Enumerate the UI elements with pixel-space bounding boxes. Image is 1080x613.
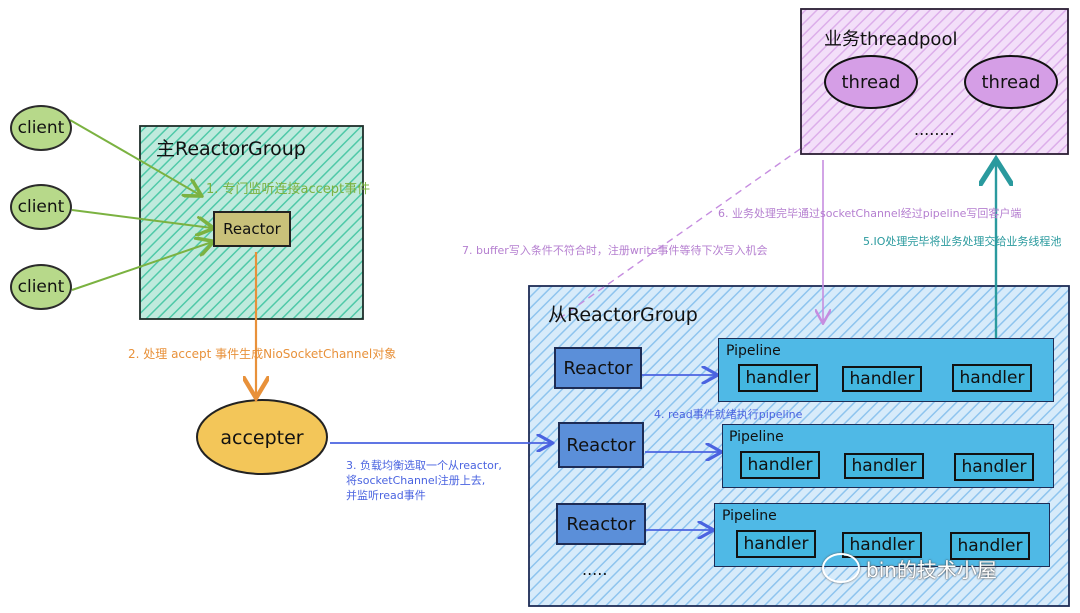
sub-group-ellipsis: ..... [582, 560, 608, 579]
wechat-logo-icon [822, 553, 860, 583]
client3-arrow [71, 242, 212, 291]
handler-2-2: handler [844, 453, 924, 479]
step-5-label: 5.IO处理完毕将业务处理交给业务线程池 [863, 235, 1062, 248]
pipeline-2-label: Pipeline [729, 429, 784, 445]
threadpool-title: 业务threadpool [824, 29, 958, 50]
client-3: client [10, 264, 72, 310]
threadpool-ellipsis: ........ [914, 120, 955, 139]
client1-arrow [69, 119, 200, 195]
handler-3-1: handler [736, 530, 816, 558]
handler-1-2: handler [842, 366, 922, 392]
main-reactor-group-title: 主ReactorGroup [156, 138, 306, 160]
step-4-label: 4. read事件就绪执行pipeline [654, 408, 803, 421]
handler-3-2: handler [842, 532, 922, 558]
sub-reactor-2: Reactor [558, 422, 644, 468]
handler-3-3: handler [950, 532, 1030, 560]
watermark-text: bin的技术小屋 [866, 557, 997, 582]
handler-1-1: handler [738, 364, 818, 392]
pipeline-3-label: Pipeline [722, 508, 777, 524]
pipeline-1-label: Pipeline [726, 343, 781, 359]
step-3-line-3: 并监听read事件 [346, 489, 426, 502]
client-2: client [10, 184, 72, 230]
watermark: bin的技术小屋 [822, 553, 997, 583]
sub-reactor-group-title: 从ReactorGroup [548, 304, 698, 326]
step-3-label: 3. 负载均衡选取一个从reactor, 将socketChannel注册上去,… [346, 458, 502, 503]
step-2-label: 2. 处理 accept 事件生成NioSocketChannel对象 [128, 347, 397, 361]
main-reactor: Reactor [213, 211, 291, 247]
thread-1: thread [824, 55, 918, 109]
buffer-write-dashed-line [559, 141, 811, 319]
client-1: client [10, 105, 72, 151]
handler-2-3: handler [954, 453, 1034, 481]
step-6-label: 6. 业务处理完毕通过socketChannel经过pipeline写回客户端 [718, 207, 1022, 220]
sub-reactor-3: Reactor [556, 503, 646, 545]
handler-2-1: handler [740, 451, 820, 479]
thread-2: thread [964, 55, 1058, 109]
accepter-label: accepter [220, 427, 304, 449]
step-1-label: 1. 专门监听连接accept事件 [206, 182, 371, 197]
step-3-line-1: 3. 负载均衡选取一个从reactor, [346, 459, 502, 472]
step-3-line-2: 将socketChannel注册上去, [346, 474, 486, 487]
client2-arrow [71, 209, 212, 228]
step-7-label: 7. buffer写入条件不符合时，注册write事件等待下次写入机会 [462, 244, 768, 257]
sub-reactor-1: Reactor [554, 347, 642, 389]
handler-1-3: handler [952, 364, 1032, 392]
